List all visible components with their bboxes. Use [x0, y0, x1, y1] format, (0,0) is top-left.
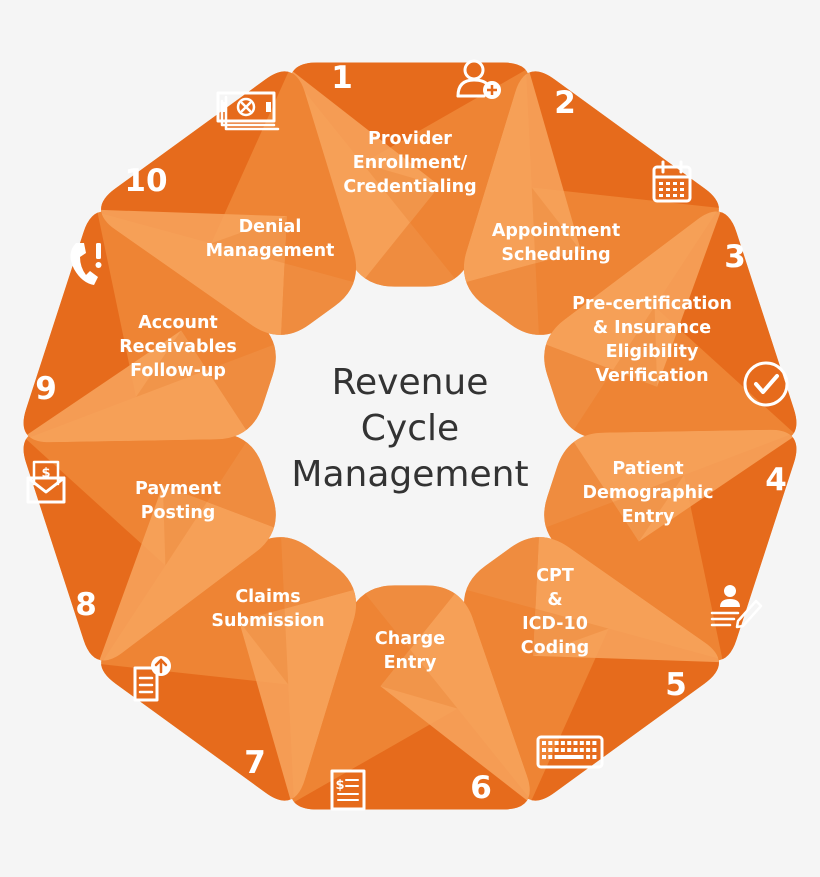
petal-facets [290, 585, 530, 810]
step-number: 3 [724, 239, 746, 275]
upload-document-icon [133, 656, 171, 702]
petal-facets [23, 429, 276, 661]
petal-facets [23, 211, 276, 443]
center-title-line-2: Cycle [360, 408, 460, 449]
step-number: 2 [554, 85, 576, 121]
step-number: 9 [35, 371, 57, 407]
user-edit-icon [710, 585, 763, 629]
step-number: 10 [124, 163, 167, 199]
petal-facets [290, 62, 530, 287]
keyboard-icon [536, 735, 604, 769]
phone-alert-icon [70, 243, 102, 285]
center-title-line-1: Revenue [331, 362, 489, 403]
user-add-icon [456, 59, 501, 99]
center-title-line-3: Management [291, 454, 529, 495]
svg-text:$: $ [335, 778, 344, 793]
step-number: 5 [665, 667, 687, 703]
step-number: 8 [75, 587, 97, 623]
denied-money-icon [216, 91, 280, 131]
center-title: Revenue Cycle Management [250, 360, 570, 498]
step-number: 1 [331, 60, 353, 96]
calendar-icon [652, 160, 692, 203]
petal-facets [544, 211, 797, 443]
payment-envelope-icon: $ [26, 460, 66, 504]
step-number: 7 [244, 745, 266, 781]
svg-text:$: $ [41, 466, 50, 481]
step-number: 4 [765, 462, 787, 498]
checkmark-circle-icon [743, 361, 789, 407]
invoice-icon: $ [330, 769, 366, 811]
step-number: 6 [470, 770, 492, 806]
